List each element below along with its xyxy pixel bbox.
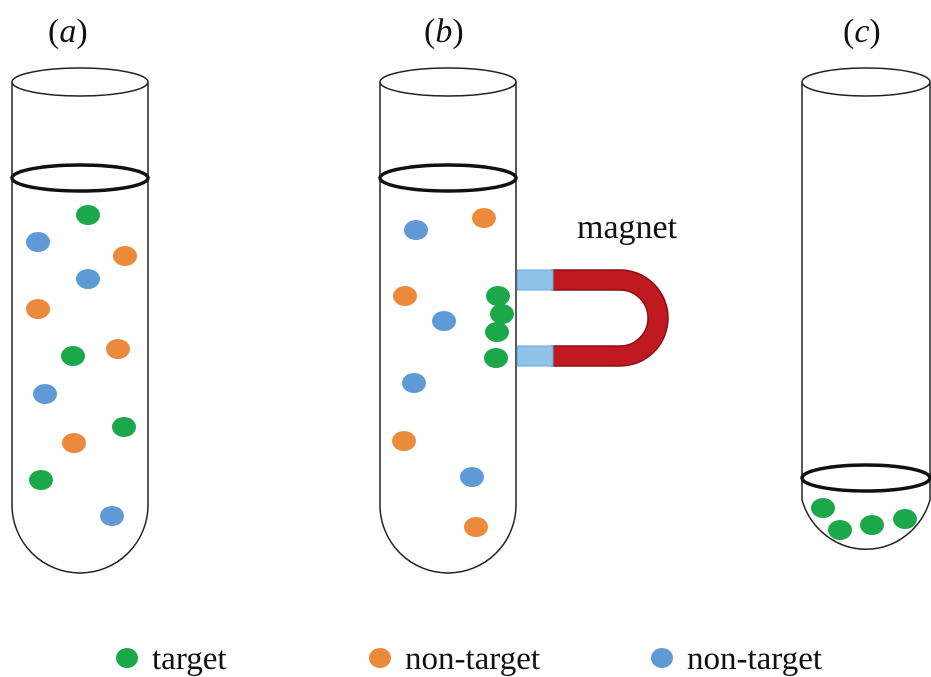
tube-c-rim (801, 67, 931, 97)
horseshoe-magnet: magnet (516, 209, 678, 367)
non-target-blue-particle (432, 311, 456, 331)
tube-a-body (11, 82, 149, 574)
tube-b-rim (379, 67, 517, 97)
magnet-label: magnet (577, 209, 678, 246)
magnet-body (551, 269, 669, 367)
non-target-blue-particle (100, 506, 124, 526)
test-tube-c (800, 67, 931, 551)
legend-swatch-non-target-orange (369, 648, 391, 668)
target-particle (485, 322, 509, 342)
target-particle (828, 520, 852, 540)
target-particle (112, 417, 136, 437)
tube-a-liquid-surface (10, 163, 150, 193)
legend-swatch-target (116, 648, 138, 668)
target-particle (29, 470, 53, 490)
target-particle (860, 515, 884, 535)
non-target-orange-particle (472, 208, 496, 228)
magnet-pole-top (516, 269, 554, 291)
non-target-orange-particle (393, 286, 417, 306)
non-target-orange-particle (113, 246, 137, 266)
legend-label-non-target-orange: non-target (405, 641, 540, 677)
tube-b-liquid-surface (378, 163, 518, 193)
non-target-blue-particle (33, 384, 57, 404)
target-particle (490, 304, 514, 324)
non-target-blue-particle (76, 269, 100, 289)
non-target-orange-particle (392, 431, 416, 451)
legend: target non-target non-target (116, 641, 822, 677)
target-particle (893, 509, 917, 529)
non-target-orange-particle (26, 299, 50, 319)
non-target-blue-particle (402, 373, 426, 393)
tube-b-body (379, 82, 517, 574)
non-target-orange-particle (106, 339, 130, 359)
particles-tube-c (811, 498, 917, 540)
target-particle (484, 348, 508, 368)
target-particle (61, 346, 85, 366)
non-target-blue-particle (26, 232, 50, 252)
tube-a-rim (11, 67, 149, 97)
legend-label-target: target (152, 641, 227, 677)
legend-item-target: target (116, 641, 227, 677)
non-target-orange-particle (62, 433, 86, 453)
particles-tube-b (392, 208, 514, 537)
target-particle (76, 205, 100, 225)
tube-c-liquid-surface (800, 463, 931, 493)
test-tube-b (378, 67, 518, 574)
legend-label-non-target-blue: non-target (687, 641, 822, 677)
magnet-pole-bottom (516, 345, 554, 367)
tube-c-body (801, 82, 931, 551)
non-target-orange-particle (464, 517, 488, 537)
target-particle (486, 286, 510, 306)
panel-label-a: (a) (48, 13, 88, 50)
target-particle (811, 498, 835, 518)
legend-swatch-non-target-blue (651, 648, 673, 668)
test-tube-a (10, 67, 150, 574)
particles-tube-a (26, 205, 137, 526)
legend-item-non-target-blue: non-target (651, 641, 822, 677)
panel-label-b: (b) (424, 13, 464, 50)
non-target-blue-particle (460, 467, 484, 487)
legend-item-non-target-orange: non-target (369, 641, 540, 677)
non-target-blue-particle (404, 220, 428, 240)
panel-label-c: (c) (843, 13, 881, 50)
